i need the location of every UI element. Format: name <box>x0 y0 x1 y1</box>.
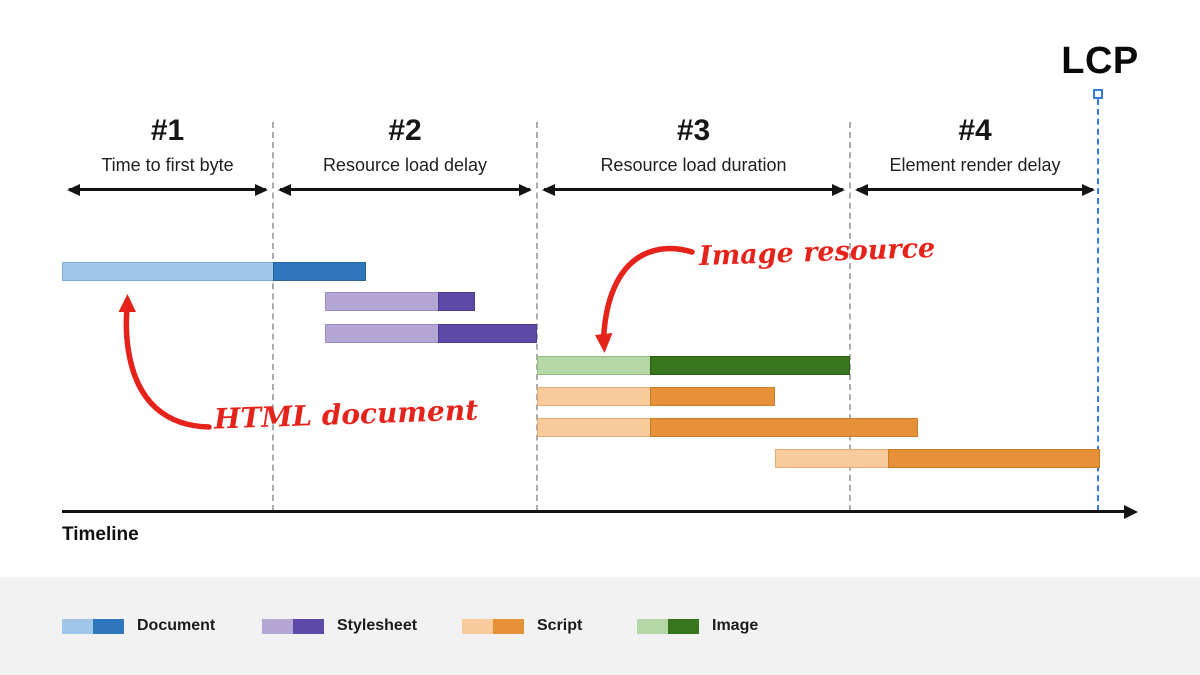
html-document-arrow <box>118 294 212 430</box>
script-bar-dark-segment <box>650 418 918 437</box>
lcp-title: LCP <box>1061 40 1139 82</box>
legend-label: Script <box>537 617 583 634</box>
script-bar-dark-segment <box>888 449 1100 468</box>
stylesheet-swatch-icon <box>262 618 324 634</box>
stylesheet-swatch-dark <box>293 618 324 634</box>
script-bar <box>775 449 1100 468</box>
phase-label: Time to first byte <box>101 155 234 175</box>
phase-label: Element render delay <box>889 155 1061 175</box>
image-resource-annotation: Image resource <box>698 232 936 273</box>
script-bar <box>537 418 918 437</box>
stylesheet-bar-dark-segment <box>438 292 475 311</box>
legend-item-image: Image <box>637 617 758 635</box>
image-swatch-icon <box>637 618 699 634</box>
document-swatch-icon <box>62 618 124 634</box>
phase-divider-line-2 <box>536 122 538 511</box>
timeline-label: Timeline <box>62 524 139 545</box>
html-document-annotation: HTML document <box>213 393 479 436</box>
script-bar-light-segment <box>537 418 650 437</box>
stylesheet-bar-light-segment <box>325 292 438 311</box>
script-bar-light-segment <box>537 387 650 406</box>
lcp-dashed-line <box>1097 99 1099 511</box>
timeline-axis-arrowhead-icon <box>1124 504 1138 519</box>
document-bar-light-segment <box>62 262 273 281</box>
stylesheet-swatch-light <box>262 618 293 634</box>
phase-label: Resource load delay <box>322 155 488 175</box>
legend-item-stylesheet: Stylesheet <box>262 617 417 635</box>
double-arrow-icon <box>855 183 1095 196</box>
phase-number: #3 <box>676 114 711 147</box>
script-bar-dark-segment <box>650 387 775 406</box>
phase-label: Resource load duration <box>600 155 787 175</box>
double-arrow-icon <box>278 183 532 196</box>
image-bar-dark-segment <box>650 356 850 375</box>
script-bar <box>537 387 775 406</box>
document-bar <box>62 262 366 281</box>
legend-strip: Document Stylesheet Script Image <box>0 577 1200 675</box>
lcp-marker-square <box>1093 89 1103 99</box>
stylesheet-bar <box>325 292 475 311</box>
image-swatch-light <box>637 618 668 634</box>
image-swatch-dark <box>668 618 699 634</box>
legend-label: Stylesheet <box>337 617 418 634</box>
stylesheet-bar-dark-segment <box>438 324 537 343</box>
stylesheet-bar <box>325 324 537 343</box>
stylesheet-bar-light-segment <box>325 324 438 343</box>
phase-number: #4 <box>958 114 992 147</box>
script-swatch-icon <box>462 618 524 634</box>
legend-label: Image <box>712 617 759 634</box>
script-bar-light-segment <box>775 449 888 468</box>
script-swatch-light <box>462 618 493 634</box>
image-bar-light-segment <box>537 356 650 375</box>
timeline-axis <box>62 510 1128 513</box>
image-resource-arrow <box>595 245 695 353</box>
document-bar-dark-segment <box>273 262 366 281</box>
phase-number: #1 <box>150 114 185 147</box>
document-swatch-dark <box>93 618 124 634</box>
legend-item-script: Script <box>462 617 582 635</box>
phase-divider-line-3 <box>849 122 851 511</box>
phase-number: #2 <box>388 114 422 147</box>
image-bar <box>537 356 850 375</box>
double-arrow-icon <box>67 183 268 196</box>
legend-item-document: Document <box>62 617 215 635</box>
double-arrow-icon <box>542 183 845 196</box>
phase-divider-line-1 <box>272 122 274 511</box>
document-swatch-light <box>62 618 93 634</box>
script-swatch-dark <box>493 618 524 634</box>
legend-label: Document <box>137 617 216 634</box>
